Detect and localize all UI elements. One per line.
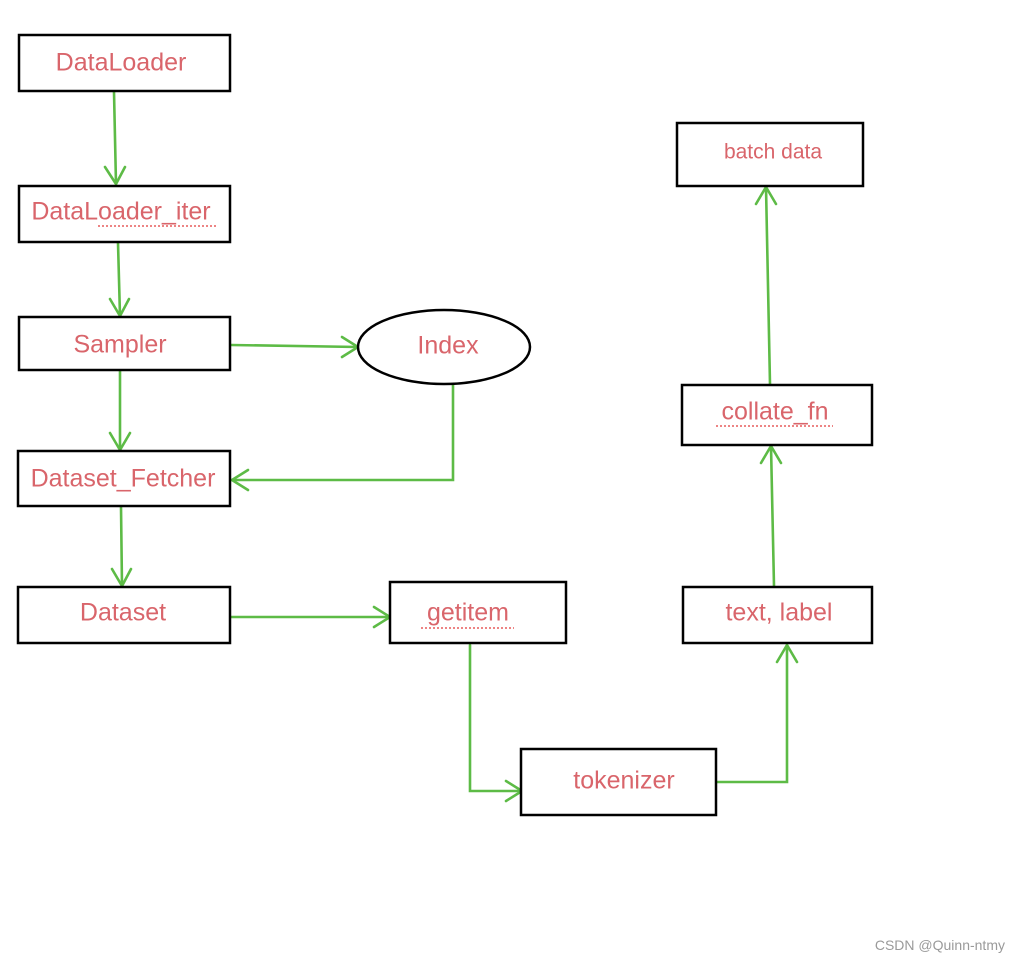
edge-tokenizer-to-text-label [715,643,799,784]
edge-sampler-to-index [229,335,360,359]
node-label-collate-fn: collate_fn [721,398,828,426]
edge-dataloader-to-dataloader-iter [103,90,127,186]
node-label-batch-data: batch data [724,141,822,164]
edge-dataset-to-getitem [229,605,392,629]
node-getitem: getitem [388,580,568,645]
node-label-sampler: Sampler [73,331,166,359]
edge-getitem-to-tokenizer [468,643,524,803]
edge-index-to-dataset-fetcher [230,382,455,492]
node-label-tokenizer: tokenizer [573,767,674,795]
node-tokenizer: tokenizer [519,747,718,817]
node-label-dataset-fetcher: Dataset_Fetcher [31,465,216,493]
edge-collate-fn-to-batch-data [754,185,778,386]
node-label-index: Index [417,332,479,360]
node-label-getitem: getitem [427,599,509,627]
node-dataset: Dataset [16,585,232,645]
node-sampler: Sampler [17,315,232,372]
edge-dataloader-iter-to-sampler [108,241,131,318]
node-label-dataloader: DataLoader [56,49,187,77]
watermark: CSDN @Quinn-ntmy [874,937,1005,953]
node-batch-data: batch data [675,121,865,188]
edge-dataset-fetcher-to-dataset [110,505,133,588]
node-text-label: text, label [681,585,874,645]
node-collate-fn: collate_fn [680,383,874,447]
node-dataset-fetcher: Dataset_Fetcher [16,449,232,508]
node-label-dataset: Dataset [80,599,166,627]
nodes: DataLoader DataLoader_iter Sampler Index… [16,33,874,817]
node-label-text-label: text, label [725,599,832,627]
node-dataloader: DataLoader [17,33,232,93]
edge-text-label-to-collate-fn [759,444,783,588]
node-dataloader-iter: DataLoader_iter [17,184,232,244]
node-label-dataloader-iter: DataLoader_iter [31,198,210,226]
node-index: Index [356,308,532,386]
edge-sampler-to-dataset-fetcher [108,369,132,452]
